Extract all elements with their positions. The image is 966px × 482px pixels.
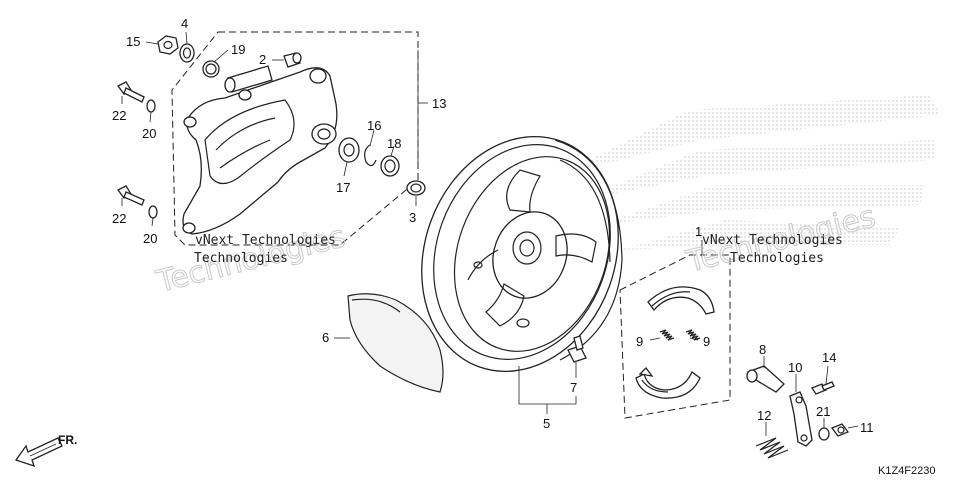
callout-12: 12 [757, 408, 771, 423]
callout-14: 14 [822, 350, 836, 365]
diagram-code: K1Z4F2230 [878, 465, 935, 477]
callout-7: 7 [570, 380, 577, 395]
dowel-pin [283, 52, 302, 68]
background-wing-logo [560, 95, 940, 250]
callout-9: 9 [636, 334, 643, 349]
shoe-spring-right [685, 329, 701, 341]
watermark-text-left-2: Technologies [194, 251, 288, 266]
swingarm-group [117, 31, 428, 246]
callout-3: 3 [409, 210, 416, 225]
front-label: FR. [58, 433, 77, 447]
brake-shoe-upper [647, 286, 715, 315]
watermark-text-right-2: Technologies [730, 251, 824, 266]
bolt-lower [117, 185, 145, 206]
callout-17: 17 [336, 180, 350, 195]
callout-22: 22 [112, 108, 126, 123]
swingarm-casting [182, 67, 338, 235]
callout-4: 4 [181, 16, 188, 31]
callout-8: 8 [759, 342, 766, 357]
brake-shoe-lower [635, 370, 701, 399]
adjusting-nut [830, 423, 850, 437]
rear-wheel [421, 135, 623, 373]
callout-2: 2 [259, 52, 266, 67]
bearing [338, 137, 360, 163]
arm-joint-pin [818, 427, 830, 441]
bolt-upper [117, 81, 145, 103]
callout-13: 13 [432, 96, 446, 111]
callout-5: 5 [543, 416, 550, 431]
callout-19: 19 [231, 42, 245, 57]
arm-bolt [811, 381, 835, 395]
brake-arm [789, 391, 813, 447]
distance-collar [406, 180, 426, 196]
leader-lines [121, 31, 859, 436]
callout-18: 18 [387, 136, 401, 151]
washer [179, 43, 195, 63]
callout-16: 16 [367, 118, 381, 133]
o-ring [202, 60, 220, 78]
rear-mudguard-inner [347, 293, 444, 393]
callout-22: 22 [112, 211, 126, 226]
shoe-spring-left [659, 329, 675, 341]
callout-1: 1 [695, 224, 702, 239]
callout-9: 9 [703, 334, 710, 349]
callout-10: 10 [788, 360, 802, 375]
circlip [364, 144, 377, 167]
callout-11: 11 [860, 420, 874, 435]
callout-21: 21 [816, 404, 830, 419]
callout-20: 20 [142, 126, 156, 141]
watermark-text-right: vNext Technologies [702, 233, 843, 248]
front-direction-arrow: FR. [14, 433, 77, 468]
callout-20: 20 [143, 231, 157, 246]
callout-15: 15 [126, 34, 140, 49]
watermark-text-left: vNext Technologies [195, 233, 336, 248]
callout-6: 6 [322, 330, 329, 345]
tire-valve [567, 335, 587, 363]
brake-cam [746, 365, 785, 393]
flange-nut [157, 35, 179, 55]
brake-shoe-group [619, 240, 731, 419]
return-spring [755, 437, 789, 459]
oil-seal [380, 155, 400, 177]
